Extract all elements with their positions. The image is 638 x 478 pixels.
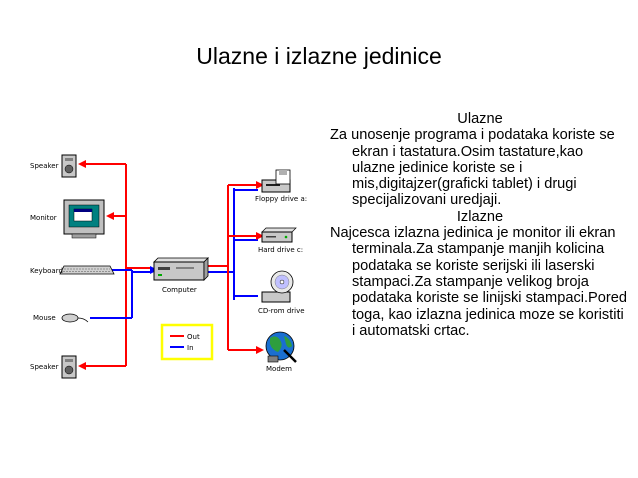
paragraph-input-devices: Za unosenje programa i podataka koriste …	[330, 127, 615, 209]
keyboard-icon	[59, 265, 115, 275]
arrow-harddrive	[256, 232, 264, 240]
connection-lines	[84, 163, 258, 367]
heading-output-devices: Izlazne	[456, 208, 504, 225]
cdrom-drive-icon	[261, 270, 294, 303]
floppy-drive-icon	[261, 169, 291, 193]
speaker-top-icon	[61, 154, 77, 178]
speaker-top-label: Speaker	[30, 162, 59, 170]
keyboard-label: Keyboard	[30, 267, 63, 275]
arrow-speaker-bottom	[78, 362, 86, 370]
legend-in-label: In	[187, 344, 194, 352]
harddrive-label: Hard drive c:	[258, 246, 303, 254]
speaker-bottom-label: Speaker	[30, 363, 59, 371]
mouse-label: Mouse	[33, 314, 56, 322]
io-devices-diagram: Speaker Monitor Keyboard Mouse Speaker C…	[30, 154, 307, 379]
monitor-icon	[63, 199, 105, 239]
text-column: Ulazne Za unosenje programa i podataka k…	[330, 111, 630, 339]
computer-icon	[153, 257, 209, 281]
arrow-speaker-top	[78, 160, 86, 168]
floppy-label: Floppy drive a:	[255, 195, 307, 203]
legend-out-label: Out	[187, 333, 200, 341]
heading-input-devices: Ulazne	[457, 111, 503, 127]
modem-label: Modem	[266, 365, 292, 373]
monitor-label: Monitor	[30, 214, 57, 222]
hard-drive-icon	[261, 227, 297, 243]
mouse-icon	[61, 313, 89, 323]
modem-icon	[265, 331, 297, 363]
arrow-monitor	[106, 212, 114, 220]
speaker-bottom-icon	[61, 355, 77, 379]
cdrom-label: CD-rom drive	[258, 307, 305, 315]
slide-title: Ulazne i izlazne jedinice	[196, 43, 442, 69]
arrow-floppy	[256, 181, 264, 189]
computer-label: Computer	[162, 286, 197, 294]
paragraph-output-devices: Najcesca izlazna jedinica je monitor ili…	[330, 225, 627, 339]
arrow-modem	[256, 346, 264, 354]
legend: Out In	[160, 323, 214, 361]
